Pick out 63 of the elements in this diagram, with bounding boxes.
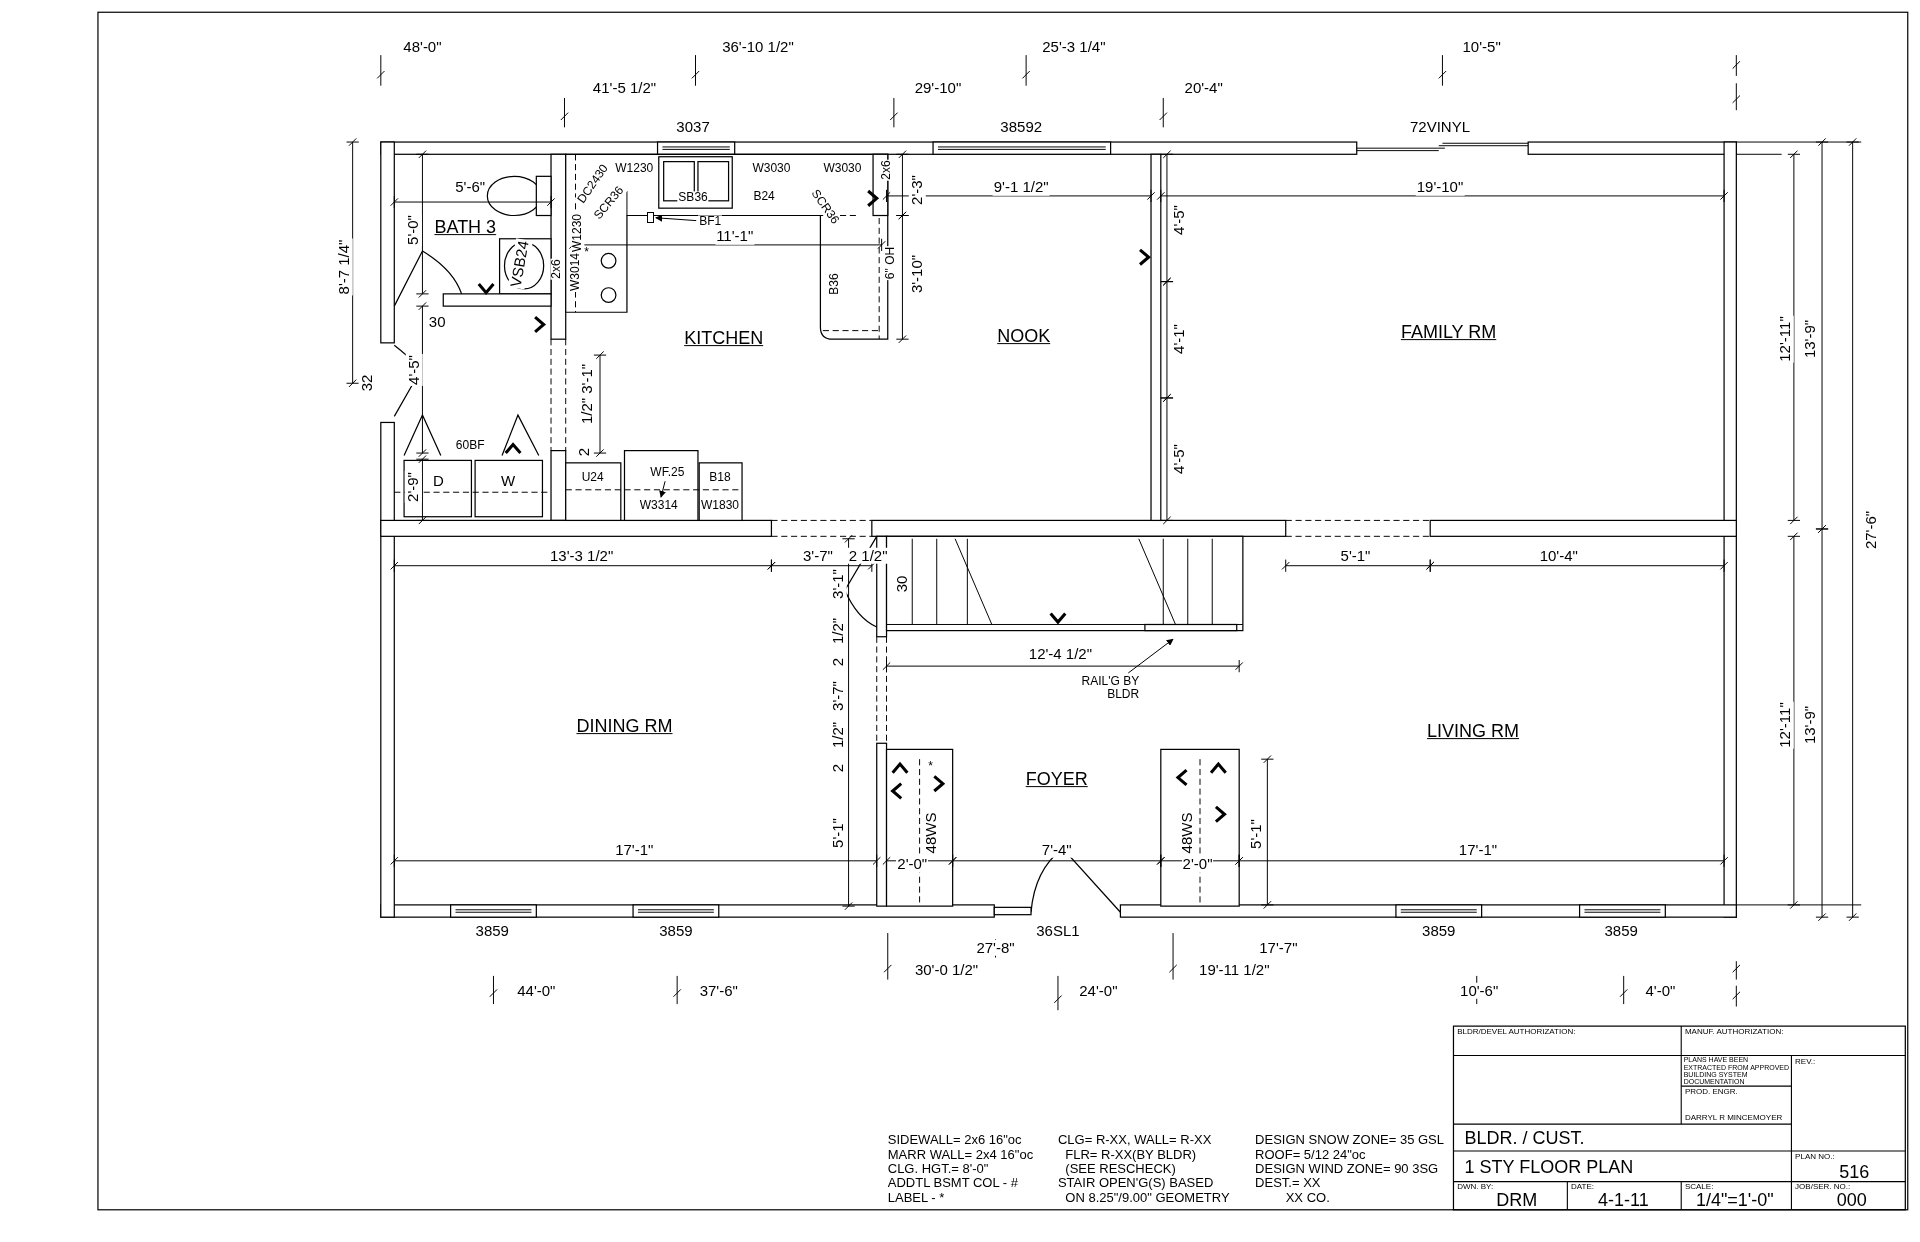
spec-note: LABEL - * [887, 1190, 945, 1205]
spec-note: ADDTL BSMT COL - # [887, 1175, 1019, 1190]
filler-block [646, 211, 654, 223]
title-block-text: JOB/SER. NO.: [1795, 1182, 1851, 1191]
title-block-text: DRM [1496, 1191, 1538, 1212]
spec-note: STAIR OPEN'G(S) BASED [1057, 1175, 1214, 1190]
room-label: FAMILY RM [1399, 323, 1498, 343]
dimension-label: 2'-3" [908, 173, 926, 206]
title-block-text: 1 STY FLOOR PLAN [1464, 1158, 1634, 1179]
dimension-label: 27'-8" [975, 939, 1016, 956]
title-block-text: REV.: [1795, 1057, 1816, 1066]
title-block-text: MANUF. AUTHORIZATION: [1684, 1027, 1784, 1037]
room-label: FOYER [1024, 770, 1089, 790]
spec-note: FLR= R-XX(BY BLDR) [1065, 1147, 1197, 1162]
dimension-label: 1/2" [829, 720, 846, 749]
spec-note: ROOF= 5/12 24"oc [1255, 1147, 1366, 1162]
dimension-label: 1/2" [829, 616, 846, 645]
spec-note: XX CO. [1285, 1190, 1330, 1205]
dimension-label: 19'-10" [1415, 179, 1465, 196]
leader-line [659, 480, 666, 498]
spec-note: DEST.= XX [1255, 1175, 1321, 1190]
title-block-text: SCALE: [1684, 1182, 1714, 1191]
spec-note: MARR WALL= 2x4 16"oc [887, 1147, 1034, 1162]
dimension-label: 1/2" 3'-1" [578, 363, 595, 426]
cabinet-code: SB36 [677, 191, 709, 205]
dimension-label: 2'-0" [1181, 856, 1214, 873]
dimension-label: 2 1/2" [847, 547, 889, 565]
room-label: NOOK [996, 326, 1052, 347]
spec-note: CLG= R-XX, WALL= R-XX [1057, 1132, 1212, 1148]
dimension-label: 12'-11" [1777, 701, 1794, 749]
dimension-label: 11'-1" [715, 228, 755, 245]
leader-line [1127, 638, 1174, 674]
title-block-text: DWN. BY: [1457, 1182, 1494, 1191]
room-label: DINING RM [575, 717, 674, 738]
spec-note: CLG. HGT.= 8'-0" [887, 1162, 989, 1177]
dimension-label: 25'-3 1/4" [1041, 38, 1107, 55]
spec-note: ON 8.25"/9.00" GEOMETRY [1065, 1190, 1230, 1205]
room-label: BATH 3 [433, 217, 498, 238]
spec-note: DESIGN WIND ZONE= 90 3SG [1255, 1162, 1439, 1177]
room-label: KITCHEN [683, 329, 765, 350]
title-block-text: DATE: [1571, 1182, 1594, 1191]
dimension-label: 4'-5" [405, 353, 423, 386]
dimension-label: 9'-1 1/2" [992, 179, 1050, 196]
title-block-text: 000 [1836, 1191, 1867, 1212]
dimension-label: 2'-0" [896, 856, 929, 873]
dimension-label: 2'-9" [404, 471, 421, 504]
leader-line [655, 214, 697, 222]
room-label: LIVING RM [1426, 722, 1521, 743]
cabinet-code: W1230 [571, 212, 585, 253]
spec-note: SIDEWALL= 2x6 16"oc [887, 1132, 1022, 1148]
dimension-label: 12'-11" [1777, 315, 1794, 363]
title-block-text: PROD. ENGR. [1684, 1087, 1738, 1097]
title-block-text: BLDR/DEVEL AUTHORIZATION: [1457, 1027, 1576, 1037]
dimension-label: 36'-10 1/2" [721, 38, 795, 55]
dimension-label: 10'-6" [1459, 982, 1500, 999]
spec-note: DESIGN SNOW ZONE= 35 GSL [1255, 1132, 1444, 1148]
title-block-text: BLDR. / CUST. [1464, 1128, 1585, 1149]
title-block-text: 516 [1839, 1163, 1870, 1183]
title-block-text: 1/4"=1'-0" [1695, 1191, 1774, 1212]
title-block-text: PLAN NO.: [1795, 1152, 1835, 1162]
title-block-text: 4-1-11 [1597, 1191, 1649, 1212]
spec-note: (SEE RESCHECK) [1065, 1162, 1176, 1177]
title-block-text: DARRYL R MINCEMOYER [1684, 1113, 1783, 1123]
